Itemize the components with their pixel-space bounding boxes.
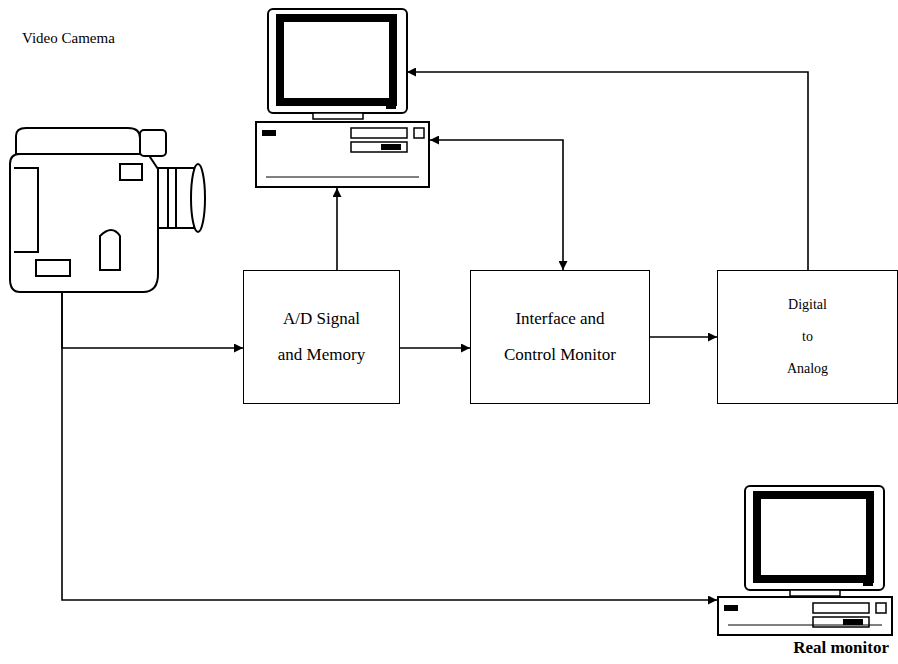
drawing-part — [876, 603, 886, 613]
monitor-picture — [717, 485, 893, 637]
drawing-part — [843, 619, 863, 625]
drawing-part — [100, 230, 120, 270]
drawing-part — [386, 105, 396, 109]
process-box: Interface and Control Monitor — [470, 270, 650, 404]
drawing-part — [120, 164, 142, 180]
box-label: Digital to Analog — [783, 289, 833, 386]
drawing-part — [266, 177, 419, 178]
camera-node: Video Camema — [8, 28, 208, 293]
computer-picture — [255, 8, 431, 189]
signal-arrow — [407, 72, 808, 270]
device-label: Video Camema — [22, 30, 115, 47]
drawing-part — [863, 582, 873, 586]
signal-arrow — [650, 336, 717, 338]
drawing-part — [351, 128, 407, 138]
drawing-part — [313, 113, 363, 119]
drawing-part — [168, 168, 176, 228]
drawing-part — [140, 130, 166, 156]
drawing-part — [724, 605, 738, 611]
drawing-part — [280, 18, 393, 102]
drawing-part — [728, 625, 882, 626]
drawing-part — [718, 597, 892, 635]
drawing-part — [757, 495, 870, 579]
drawing-part — [191, 164, 205, 232]
computer-node — [255, 8, 430, 188]
drawing-part — [16, 128, 140, 154]
drawing-part — [414, 128, 424, 138]
drawing-part — [790, 590, 840, 596]
process-box: A/D Signal and Memory — [243, 270, 400, 404]
drawing-part — [10, 154, 158, 292]
signal-arrow — [430, 140, 563, 270]
drawing-part — [351, 142, 407, 152]
camera-picture — [8, 124, 208, 294]
drawing-part — [268, 9, 407, 113]
drawing-part — [262, 130, 276, 136]
monitor-node: Real monitor — [717, 485, 893, 660]
signal-arrow — [400, 347, 470, 349]
signal-arrow — [62, 293, 243, 348]
drawing-part — [14, 168, 38, 252]
drawing-part — [36, 260, 70, 276]
drawing-part — [381, 144, 401, 150]
drawing-part — [813, 603, 869, 613]
box-label: A/D Signal and Memory — [276, 301, 368, 372]
process-box: Digital to Analog — [717, 270, 898, 404]
drawing-part — [256, 122, 429, 187]
drawing-part — [158, 168, 194, 228]
drawing-part — [745, 486, 884, 590]
signal-arrow — [336, 188, 338, 270]
device-label: Real monitor — [793, 638, 889, 658]
box-label: Interface and Control Monitor — [504, 301, 616, 372]
